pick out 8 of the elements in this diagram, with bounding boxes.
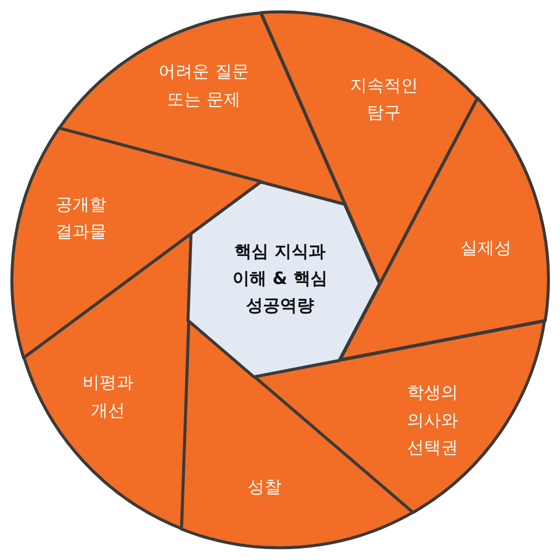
segment-label: 성찰 (246, 476, 283, 499)
segment-label: 실제성 (459, 237, 512, 260)
segment-label: 학생의 의사와 선택권 (406, 382, 460, 460)
segment-label: 지속적인 탐구 (348, 74, 419, 125)
segment-label: 공개할 결과물 (54, 194, 108, 244)
segment-label: 어려운 질문 또는 문제 (158, 61, 250, 112)
segment-label: 비평과 개선 (82, 372, 135, 422)
center-label: 핵심 지식과 이해 & 핵심 성공역량 (232, 241, 328, 319)
